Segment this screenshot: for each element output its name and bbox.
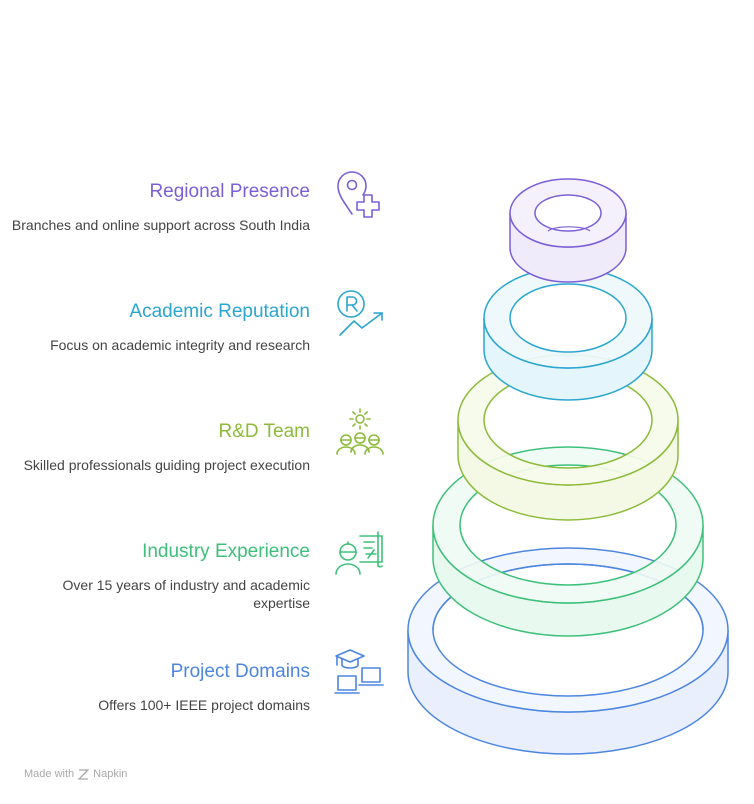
item-description: Focus on academic integrity and research: [50, 337, 310, 353]
item-title: Industry Experience: [142, 541, 310, 562]
registered-trend-icon: [337, 290, 383, 336]
item-academic-reputation: Academic Reputation Focus on academic in…: [10, 300, 310, 354]
item-title: Regional Presence: [149, 181, 310, 202]
napkin-logo-icon: [78, 768, 90, 780]
graduation-laptops-icon: [334, 649, 384, 694]
location-plus-icon: [337, 171, 380, 218]
item-description: Offers 100+ IEEE project domains: [98, 697, 310, 713]
ring-project-domains: [407, 547, 729, 755]
item-industry-experience: Industry Experience Over 15 years of ind…: [10, 540, 310, 612]
item-regional-presence: Regional Presence Branches and online su…: [10, 180, 310, 234]
item-description: Branches and online support across South…: [11, 217, 310, 233]
item-title: Academic Reputation: [129, 301, 310, 322]
ring-academic-reputation: [483, 267, 653, 401]
item-description: Over 15 years of industry and academic e…: [62, 577, 310, 611]
team-gear-icon: [336, 408, 384, 455]
item-title: Project Domains: [170, 661, 310, 682]
item-project-domains: Project Domains Offers 100+ IEEE project…: [10, 660, 310, 714]
item-rd-team: R&D Team Skilled professionals guiding p…: [10, 420, 310, 474]
footer-brand: Napkin: [93, 768, 128, 780]
item-title: R&D Team: [218, 421, 310, 442]
engineer-blueprint-icon: [335, 531, 383, 575]
item-description: Skilled professionals guiding project ex…: [23, 457, 310, 473]
footer-attribution: Made with Napkin: [24, 768, 127, 780]
ring-regional-presence: [509, 178, 627, 283]
footer-made-with: Made with: [24, 768, 75, 780]
